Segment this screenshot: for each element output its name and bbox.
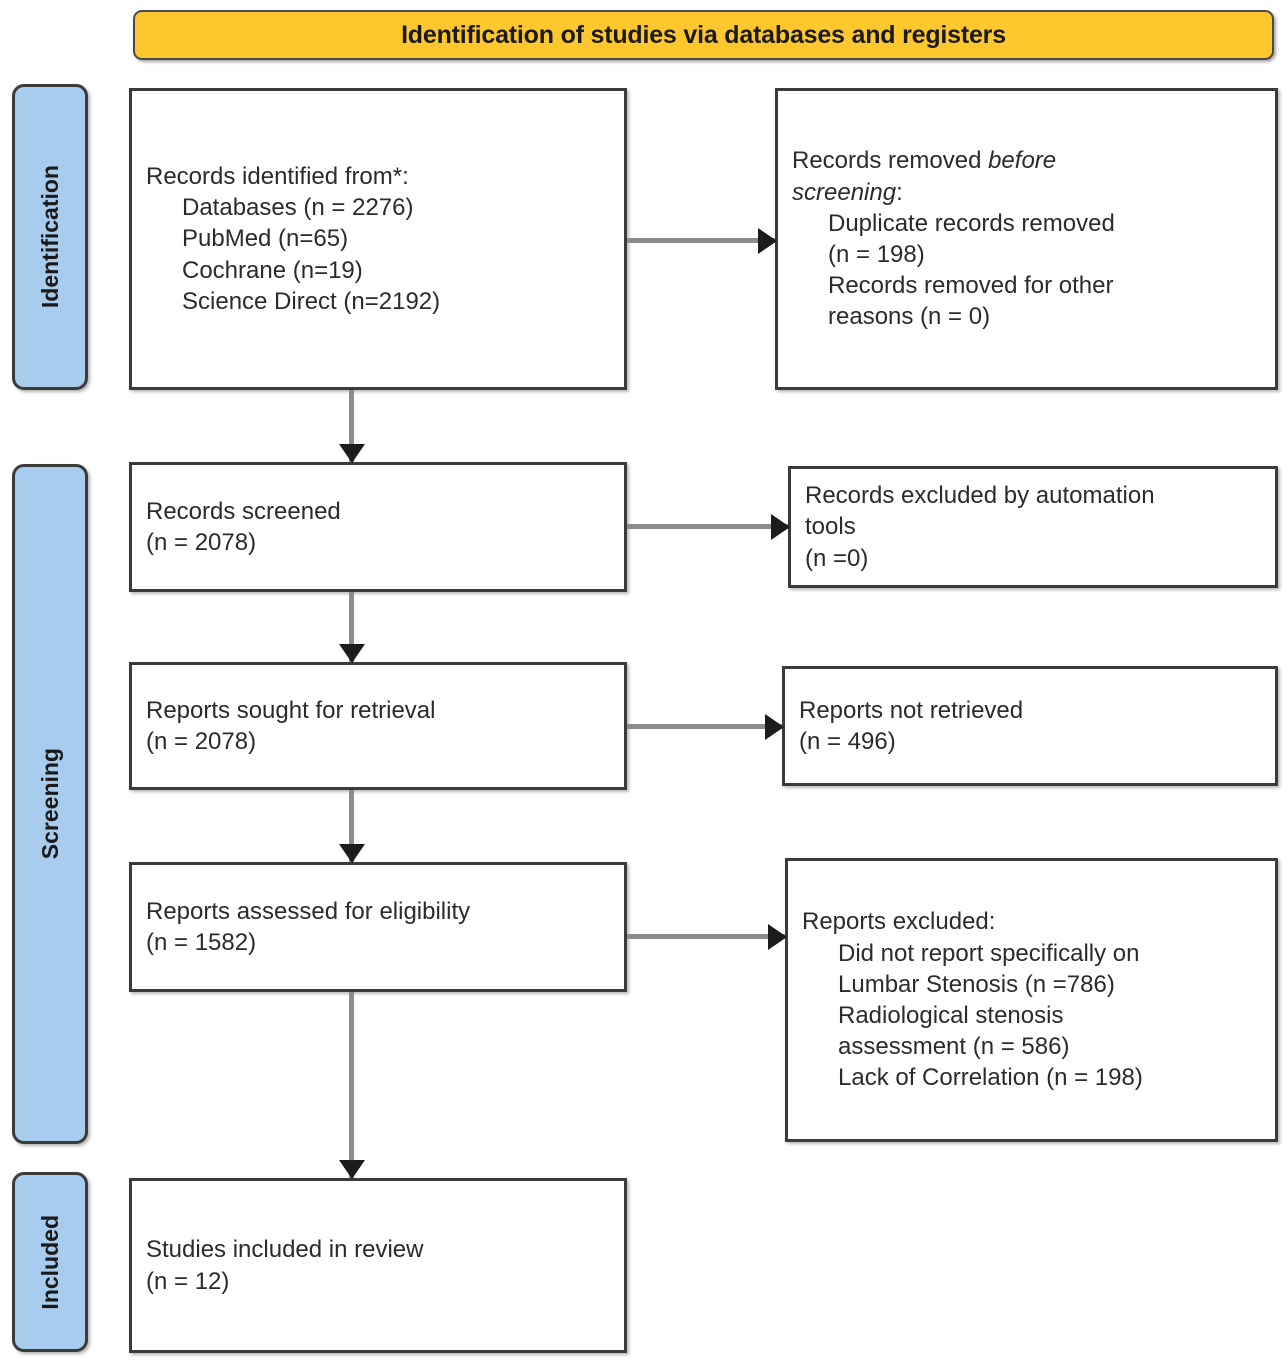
arrow-down-assessed-to-included: [349, 992, 354, 1178]
arrow-down-screened-to-sought: [349, 592, 354, 662]
diagram-title-banner: Identification of studies via databases …: [133, 10, 1274, 60]
arrow-right-identified-to-removed: [627, 238, 775, 243]
stage-tab-included: Included: [12, 1172, 88, 1352]
text-line: (n =0): [805, 544, 869, 572]
text-line: (n = 2078): [146, 529, 257, 556]
text-line: screening:: [792, 177, 1261, 208]
box-records-excluded-automation: Records excluded by automation tools (n …: [788, 466, 1278, 588]
text-line: (n = 496): [799, 728, 896, 755]
box-reports-sought-for-retrieval: Reports sought for retrieval (n = 2078): [129, 662, 627, 790]
text-line: Records identified from*:: [146, 163, 409, 191]
text-line: (n = 12): [146, 1267, 230, 1295]
box-reports-not-retrieved: Reports not retrieved (n = 496): [782, 666, 1278, 786]
text-line: Reports assessed for eligibility: [146, 897, 471, 925]
arrow-down-identified-to-screened: [349, 390, 354, 462]
text-line: Science Direct (n=2192): [182, 287, 441, 315]
text-line: Records removed before: [792, 145, 1261, 176]
box-records-screened: Records screened (n = 2078): [129, 462, 627, 592]
text-line: Radiological stenosis: [838, 1002, 1064, 1029]
text-line: reasons (n = 0): [828, 303, 991, 331]
text-line: (n = 198): [828, 241, 925, 268]
stage-tab-identification: Identification: [12, 84, 88, 390]
box-records-removed-before-screening: Records removed before screening: Duplic…: [775, 88, 1278, 390]
text-line: Duplicate records removed: [828, 209, 1115, 237]
arrow-right-screened-to-automation-excluded: [627, 524, 788, 529]
arrow-down-sought-to-assessed: [349, 790, 354, 862]
text-line: Databases (n = 2276): [182, 194, 414, 222]
text-line: assessment (n = 586): [838, 1033, 1070, 1061]
text-line: Studies included in review: [146, 1236, 424, 1264]
box-reports-assessed-for-eligibility: Reports assessed for eligibility (n = 15…: [129, 862, 627, 992]
stage-label-screening: Screening: [36, 748, 63, 860]
arrow-right-assessed-to-excluded: [627, 934, 785, 939]
text-line: Reports sought for retrieval: [146, 696, 436, 724]
box-records-identified: Records identified from*: Databases (n =…: [129, 88, 627, 390]
text-line: Records removed for other: [828, 272, 1114, 300]
text-fragment: Records removed: [792, 147, 989, 175]
text-line: PubMed (n=65): [182, 225, 349, 253]
text-line: Records excluded by automation: [805, 482, 1155, 510]
diagram-title: Identification of studies via databases …: [401, 20, 1006, 49]
text-fragment-italic: screening: [792, 178, 897, 206]
text-fragment: :: [896, 178, 903, 206]
stage-label-identification: Identification: [36, 165, 63, 309]
arrow-right-sought-to-not-retrieved: [627, 724, 782, 729]
text-line: (n = 1582): [146, 929, 257, 956]
box-studies-included-in-review: Studies included in review (n = 12): [129, 1178, 627, 1353]
stage-tab-screening: Screening: [12, 464, 88, 1144]
text-line: Reports excluded:: [802, 908, 996, 936]
text-line: (n = 2078): [146, 728, 257, 755]
box-reports-excluded: Reports excluded: Did not report specifi…: [785, 858, 1278, 1142]
text-line: Cochrane (n=19): [182, 256, 363, 284]
stage-label-included: Included: [36, 1214, 63, 1310]
text-line: Lumbar Stenosis (n =786): [838, 970, 1115, 998]
text-line: Records screened: [146, 497, 341, 525]
text-line: tools: [805, 513, 856, 541]
text-line: Lack of Correlation (n = 198): [838, 1064, 1143, 1092]
text-fragment-italic: before: [988, 147, 1057, 175]
text-line: Reports not retrieved: [799, 696, 1024, 724]
text-line: Did not report specifically on: [838, 939, 1140, 967]
